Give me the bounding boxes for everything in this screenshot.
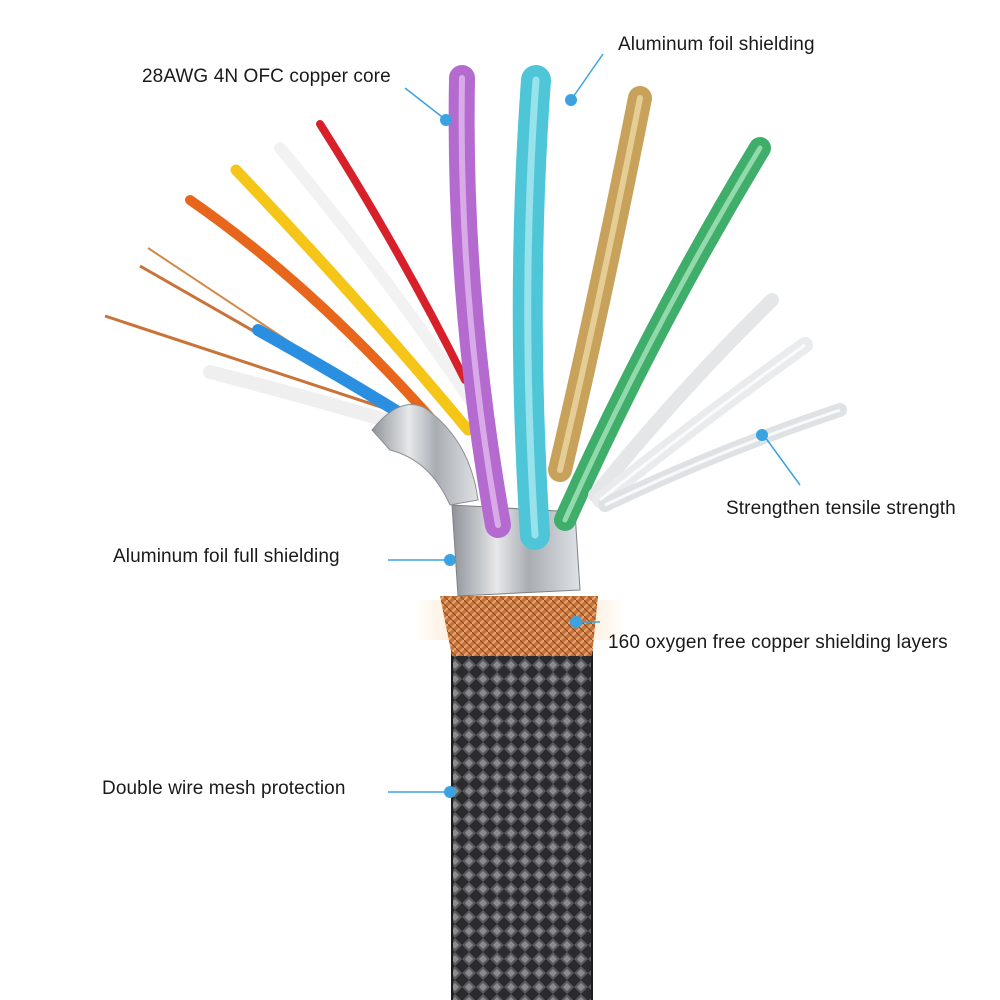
callout-dot: [756, 429, 768, 441]
wire-white-upper: [274, 142, 476, 406]
label-wire-mesh: Double wire mesh protection: [102, 778, 346, 799]
tensile-fiber: [598, 403, 847, 512]
callout-dot: [570, 616, 582, 628]
label-copper-shielding-layers: 160 oxygen free copper shielding layers: [608, 632, 948, 653]
copper-strand: [104, 314, 391, 412]
wire-white-lower: [203, 365, 399, 429]
copper-shielding-layer: [440, 596, 598, 656]
braided-jacket: [452, 652, 592, 1000]
callout-dots: [440, 94, 768, 798]
callout-dot: [444, 554, 456, 566]
label-copper-core: 28AWG 4N OFC copper core: [142, 66, 391, 87]
callout-leaders: [388, 53, 801, 793]
callout-dot: [444, 786, 456, 798]
tensile-fiber: [588, 293, 779, 502]
wire-blue-lower: [252, 324, 404, 418]
wire-red: [316, 120, 469, 384]
label-foil-full-shielding: Aluminum foil full shielding: [113, 546, 340, 567]
wire-orange: [185, 195, 455, 445]
callout-dot: [565, 94, 577, 106]
label-foil-shielding: Aluminum foil shielding: [618, 34, 815, 55]
label-tensile-strength: Strengthen tensile strength: [726, 498, 956, 519]
wire-yellow: [230, 164, 474, 436]
callout-dot: [440, 114, 452, 126]
